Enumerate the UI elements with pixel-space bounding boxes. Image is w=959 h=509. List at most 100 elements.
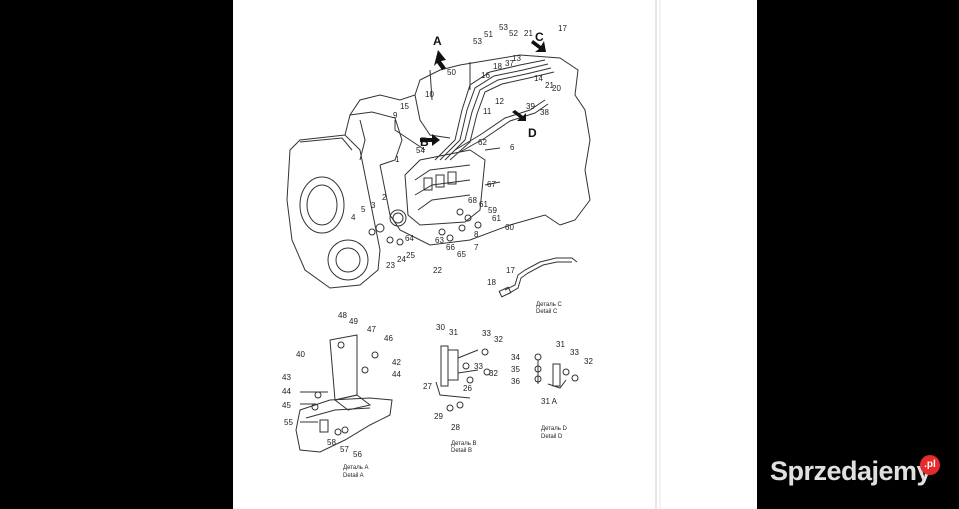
- detail-b-drawing: [435, 345, 491, 412]
- callout: 7: [474, 243, 479, 252]
- callout: 51: [484, 30, 493, 39]
- callout: 49: [349, 317, 358, 326]
- callout: 46: [384, 334, 393, 343]
- callout: 36: [511, 377, 520, 386]
- detail-c-caption-en: Detail C: [536, 309, 558, 315]
- detail-c-caption-ru: Деталь С: [536, 302, 563, 308]
- callout: 57: [340, 445, 349, 454]
- callout: 4: [351, 213, 356, 222]
- callout: 62: [478, 138, 487, 147]
- callout: 47: [367, 325, 376, 334]
- arrow-a-icon: [434, 50, 446, 70]
- callout: 42: [392, 358, 401, 367]
- callout: 6: [510, 143, 515, 152]
- callout: 53: [473, 37, 482, 46]
- callout: 34: [511, 353, 520, 362]
- callout: 5: [361, 205, 366, 214]
- callout: 2: [382, 193, 387, 202]
- callout: 24: [397, 255, 406, 264]
- callout: 67: [487, 180, 496, 189]
- callout: 25: [406, 251, 415, 260]
- callout: 10: [425, 90, 434, 99]
- detail-a-caption-en: Detail A: [343, 473, 364, 479]
- callout: 55: [284, 418, 293, 427]
- callout: 48: [338, 311, 347, 320]
- callout: 33: [474, 362, 483, 371]
- callout: 39: [526, 102, 535, 111]
- callout: 38: [540, 108, 549, 117]
- callout: 64: [405, 234, 414, 243]
- arrow-a-label: A: [433, 34, 442, 48]
- callout: 53: [499, 23, 508, 32]
- arrow-d-icon: [512, 110, 526, 121]
- callout: 22: [433, 266, 442, 275]
- callout: 20: [552, 84, 561, 93]
- detail-a-caption-ru: Деталь А: [343, 465, 369, 471]
- arrow-b-label: B: [420, 135, 429, 149]
- detail-b-caption-ru: Деталь В: [451, 441, 477, 447]
- callout: 9: [393, 111, 398, 120]
- callout: 8: [474, 230, 479, 239]
- callout: 31: [556, 340, 565, 349]
- callout: 60: [505, 223, 514, 232]
- callout: 29: [434, 412, 443, 421]
- callout: 11: [483, 107, 492, 116]
- callout: 28: [451, 423, 460, 432]
- callout: 61: [479, 200, 488, 209]
- callout: 40: [296, 350, 305, 359]
- detail-d-drawing: [534, 353, 579, 389]
- callout: 12: [495, 97, 504, 106]
- section-arrows: A B C D: [420, 30, 546, 149]
- callout: 21: [545, 81, 554, 90]
- parts-diagram: A B C D 53 52 17 51 21 53 13 37 50 16 14…: [282, 0, 661, 509]
- callout: 16: [481, 71, 490, 80]
- callout: 66: [446, 243, 455, 252]
- callout: 30: [436, 323, 445, 332]
- detail-b-caption-en: Detail B: [451, 448, 472, 454]
- callout: 68: [468, 196, 477, 205]
- detail-d-caption-ru: Деталь D: [541, 426, 568, 432]
- callout: 59: [488, 206, 497, 215]
- callout: 13: [512, 54, 521, 63]
- detail-d-caption-en: Detail D: [541, 434, 563, 440]
- callout: 61: [492, 214, 501, 223]
- watermark-brand: Sprzedajemy: [770, 456, 932, 486]
- callout: 3: [371, 201, 376, 210]
- callout: 32: [584, 357, 593, 366]
- callout: 32: [489, 369, 498, 378]
- callout: 26: [463, 384, 472, 393]
- callout: 31: [449, 328, 458, 337]
- callout: 33: [570, 348, 579, 357]
- callout: 54: [416, 146, 425, 155]
- callout: 56: [353, 450, 362, 459]
- callout: 33: [482, 329, 491, 338]
- callout: 44: [392, 370, 401, 379]
- callout: 21: [524, 29, 533, 38]
- main-callouts: 53 52 17 51 21 53 13 37 50 16 14 18 21 1…: [351, 23, 567, 275]
- arrow-d-label: D: [528, 126, 537, 140]
- callout: 1: [395, 155, 400, 164]
- callout: 37: [505, 59, 514, 68]
- callout: 32: [494, 335, 503, 344]
- parts-diagram-sheet: A B C D 53 52 17 51 21 53 13 37 50 16 14…: [233, 0, 757, 509]
- arrow-c-label: C: [535, 30, 544, 44]
- detail-c-drawing: [498, 257, 578, 298]
- arrow-c-icon: [531, 40, 546, 52]
- callout: 14: [534, 74, 543, 83]
- callout: 35: [511, 365, 520, 374]
- callout: 58: [327, 438, 336, 447]
- callout: 17: [558, 24, 567, 33]
- callout: 50: [447, 68, 456, 77]
- callout: 43: [282, 373, 291, 382]
- callout: 44: [282, 387, 291, 396]
- callout: 15: [400, 102, 409, 111]
- callout: 27: [423, 382, 432, 391]
- callout: 63: [435, 236, 444, 245]
- callout: 31 A: [541, 397, 558, 406]
- callout: 65: [457, 250, 466, 259]
- callout: 45: [282, 401, 291, 410]
- callout: 23: [386, 261, 395, 270]
- engine-block-drawing: [286, 54, 591, 289]
- callout: 18: [493, 62, 502, 71]
